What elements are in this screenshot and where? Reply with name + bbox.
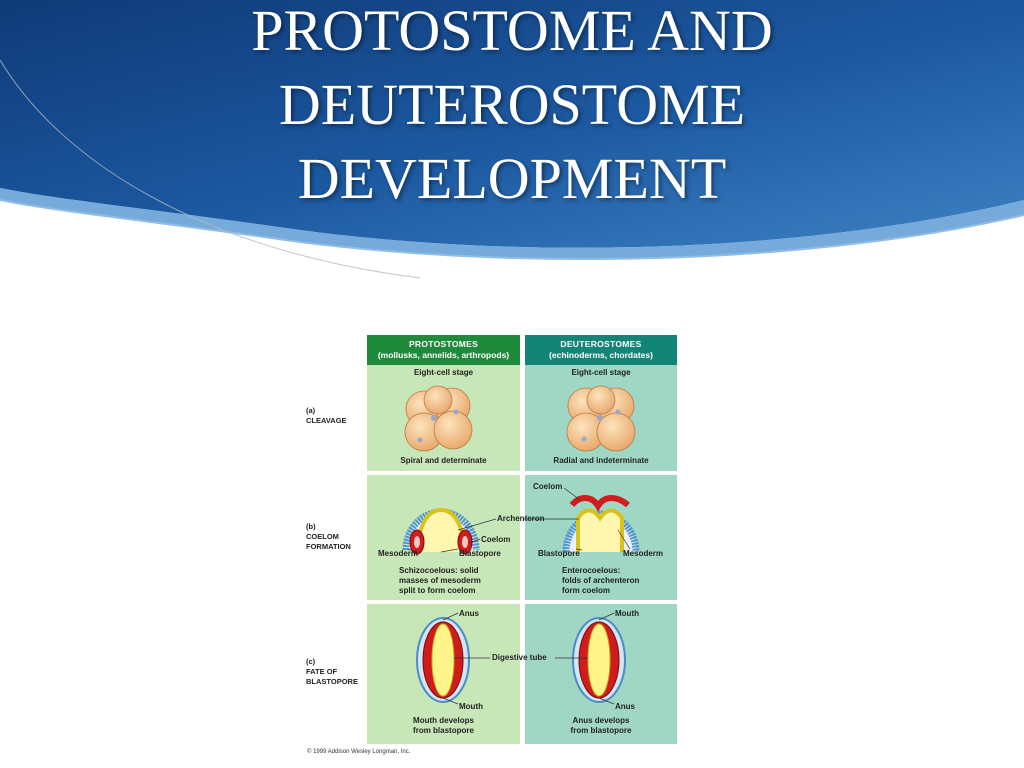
deuterostome-title: DEUTEROSTOMES	[560, 339, 642, 349]
deutero-blastopore-caption: Anus develops from blastopore	[525, 716, 677, 736]
proto-coelom-caption-1: Schizocoelous: solid	[399, 566, 479, 575]
proto-blastopore-caption-2: from blastopore	[413, 726, 474, 735]
row-b-label: (b) COELOM FORMATION	[306, 522, 351, 552]
proto-eight-cell-embryo	[404, 385, 473, 452]
row-a-text: CLEAVAGE	[306, 416, 347, 425]
deutero-coelom-caption-3: form coelom	[562, 586, 611, 595]
deutero-blastopore-caption-1: Anus develops	[572, 716, 630, 725]
protostome-header: PROTOSTOMES (mollusks, annelids, arthrop…	[367, 335, 520, 365]
deutero-coelom-diagram	[524, 487, 640, 553]
deutero-blastopore-label: Blastopore	[538, 549, 580, 558]
proto-coelom-caption-2: masses of mesoderm	[399, 576, 481, 585]
deutero-blastopore-diagram	[555, 612, 626, 705]
row-c-letter: (c)	[306, 657, 316, 666]
deutero-coelom-caption: Enterocoelous: folds of archenteron form…	[562, 566, 639, 596]
deutero-anus-label: Anus	[615, 702, 635, 711]
deuterostome-header: DEUTEROSTOMES (echinoderms, chordates)	[525, 335, 677, 365]
deutero-blastopore-caption-2: from blastopore	[570, 726, 632, 735]
deutero-stage-label: Eight-cell stage	[571, 368, 631, 377]
deutero-coelom-caption-2: folds of archenteron	[562, 576, 640, 585]
deutero-cleavage-caption: Radial and indeterminate	[553, 456, 649, 465]
protostome-title: PROTOSTOMES	[408, 339, 479, 349]
deutero-mesoderm-label: Mesoderm	[623, 549, 664, 558]
diagram-art	[402, 385, 640, 705]
copyright-credit: © 1999 Addison Wesley Longman, Inc.	[307, 749, 411, 755]
row-b-text-2: FORMATION	[306, 542, 351, 551]
proto-anus-label: Anus	[459, 609, 479, 618]
title-line-3: DEVELOPMENT	[297, 146, 727, 211]
deutero-mouth-label: Mouth	[615, 609, 639, 618]
row-c-label: (c) FATE OF BLASTOPORE	[306, 657, 358, 687]
proto-stage-label: Eight-cell stage	[413, 368, 474, 377]
proto-mouth-label: Mouth	[459, 702, 483, 711]
proto-blastopore-caption-1: Mouth develops	[413, 716, 474, 725]
deuterostome-subtitle: (echinoderms, chordates)	[549, 350, 653, 360]
row-a-letter: (a)	[306, 406, 316, 415]
row-c-text-2: BLASTOPORE	[306, 677, 358, 686]
proto-cleavage-caption: Spiral and determinate	[400, 456, 487, 465]
proto-mesoderm-label: Mesoderm	[378, 549, 419, 558]
proto-coelom-caption-3: split to form coelom	[399, 586, 476, 595]
title-line-2: DEUTEROSTOME	[278, 72, 746, 137]
header-background	[0, 0, 1024, 279]
deutero-coelom-caption-1: Enterocoelous:	[562, 566, 621, 575]
row-c-text-1: FATE OF	[306, 667, 338, 676]
slide-title: PROTOSTOME AND DEUTEROSTOME DEVELOPMENT	[0, 0, 1024, 216]
proto-coelom-caption: Schizocoelous: solid masses of mesoderm …	[399, 566, 481, 596]
row-a-label: (a) CLEAVAGE	[306, 406, 347, 426]
proto-blastopore-caption: Mouth develops from blastopore	[367, 716, 520, 736]
proto-coelom-label: Coelom	[481, 535, 511, 544]
proto-coelom-diagram	[402, 507, 497, 555]
proto-blastopore-label: Blastopore	[459, 549, 501, 558]
title-line-1: PROTOSTOME AND	[251, 0, 773, 63]
deutero-coelom-label: Coelom	[533, 482, 563, 491]
deutero-eight-cell-embryo	[566, 385, 636, 452]
archenteron-label: Archenteron	[497, 514, 545, 523]
row-b-text-1: COELOM	[306, 532, 339, 541]
proto-blastopore-diagram	[416, 612, 490, 705]
protostome-subtitle: (mollusks, annelids, arthropods)	[377, 350, 510, 360]
development-figure: PROTOSTOMES (mollusks, annelids, arthrop…	[300, 330, 690, 760]
row-b-letter: (b)	[306, 522, 316, 531]
digestive-tube-label: Digestive tube	[492, 653, 547, 662]
